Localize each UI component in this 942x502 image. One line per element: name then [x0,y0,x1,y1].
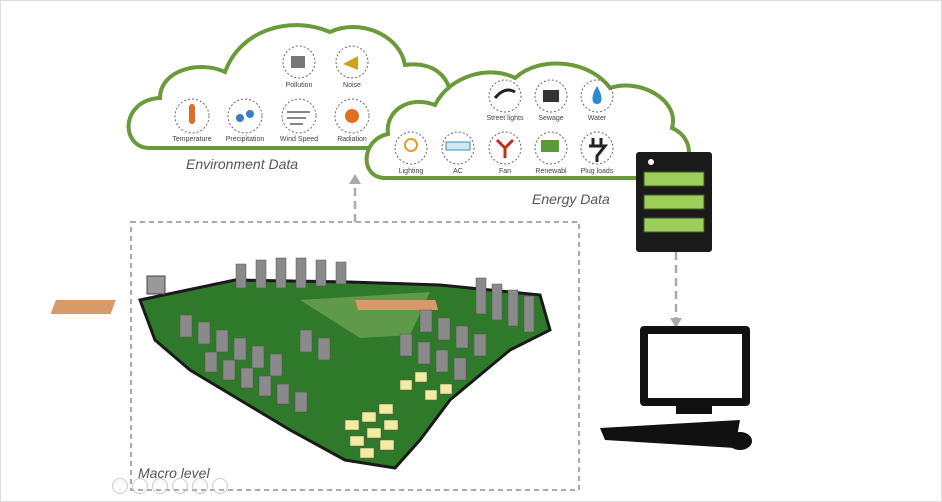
sensor-label-renewable: Renewabl [535,168,567,175]
macro-level-label: Macro level [138,465,210,481]
radiation-sensor [334,98,370,134]
sensor-label-temperature: Temperature [172,136,212,143]
sensor-label-plug-loads: Plug loads [580,168,614,175]
sensor-label-pollution: Pollution [285,82,313,89]
lighting-sensor [394,131,428,165]
sensor-label-noise: Noise [343,82,361,89]
sensor-label-wind-speed: Wind Speed [279,136,319,143]
pollution-sensor [282,45,316,79]
light-bulb-icon [404,138,418,152]
sensor-label-ac: AC [453,168,463,175]
renewable-sensor [534,131,568,165]
street-lights-sensor [488,79,522,113]
sensor-label-precipitation: Precipitation [225,136,265,143]
precipitation-sensor [227,98,263,134]
fan-sensor [488,131,522,165]
environment-data-title: Environment Data [186,156,299,172]
water-drop-icon [592,86,602,104]
noise-sensor [335,45,369,79]
water-sensor [580,79,614,113]
sensor-label-street-lights: Street lights [486,115,524,122]
sewage-sensor [534,79,568,113]
city-model [50,257,552,470]
plug-icon [589,138,609,162]
ac-sensor [441,131,475,165]
macro-level-box [130,221,580,491]
sensor-label-sewage: Sewage [538,115,564,122]
thermometer-icon [189,104,195,124]
faint-controls [112,478,232,499]
sensor-label-radiation: Radiation [337,136,367,143]
computer-icon [600,326,752,450]
wind-icon [287,111,310,125]
rain-drops-icon [236,114,244,122]
sensor-label-water: Water [587,115,607,122]
fan-icon [495,138,515,158]
megaphone-icon [343,56,358,70]
air-conditioner-icon [445,141,471,151]
sensor-label-fan: Fan [498,168,512,175]
solar-panel-icon [541,140,559,152]
sewage-icon [543,90,559,102]
wind-speed-sensor [281,98,317,134]
plug-loads-sensor [580,131,614,165]
sun-icon [345,109,359,123]
sensor-label-lighting: Lighting [398,168,424,175]
street-light-icon [493,88,516,99]
factory-icon [291,56,305,68]
server-icon [636,152,712,252]
energy-data-title: Energy Data [532,191,610,207]
temperature-sensor [174,98,210,134]
